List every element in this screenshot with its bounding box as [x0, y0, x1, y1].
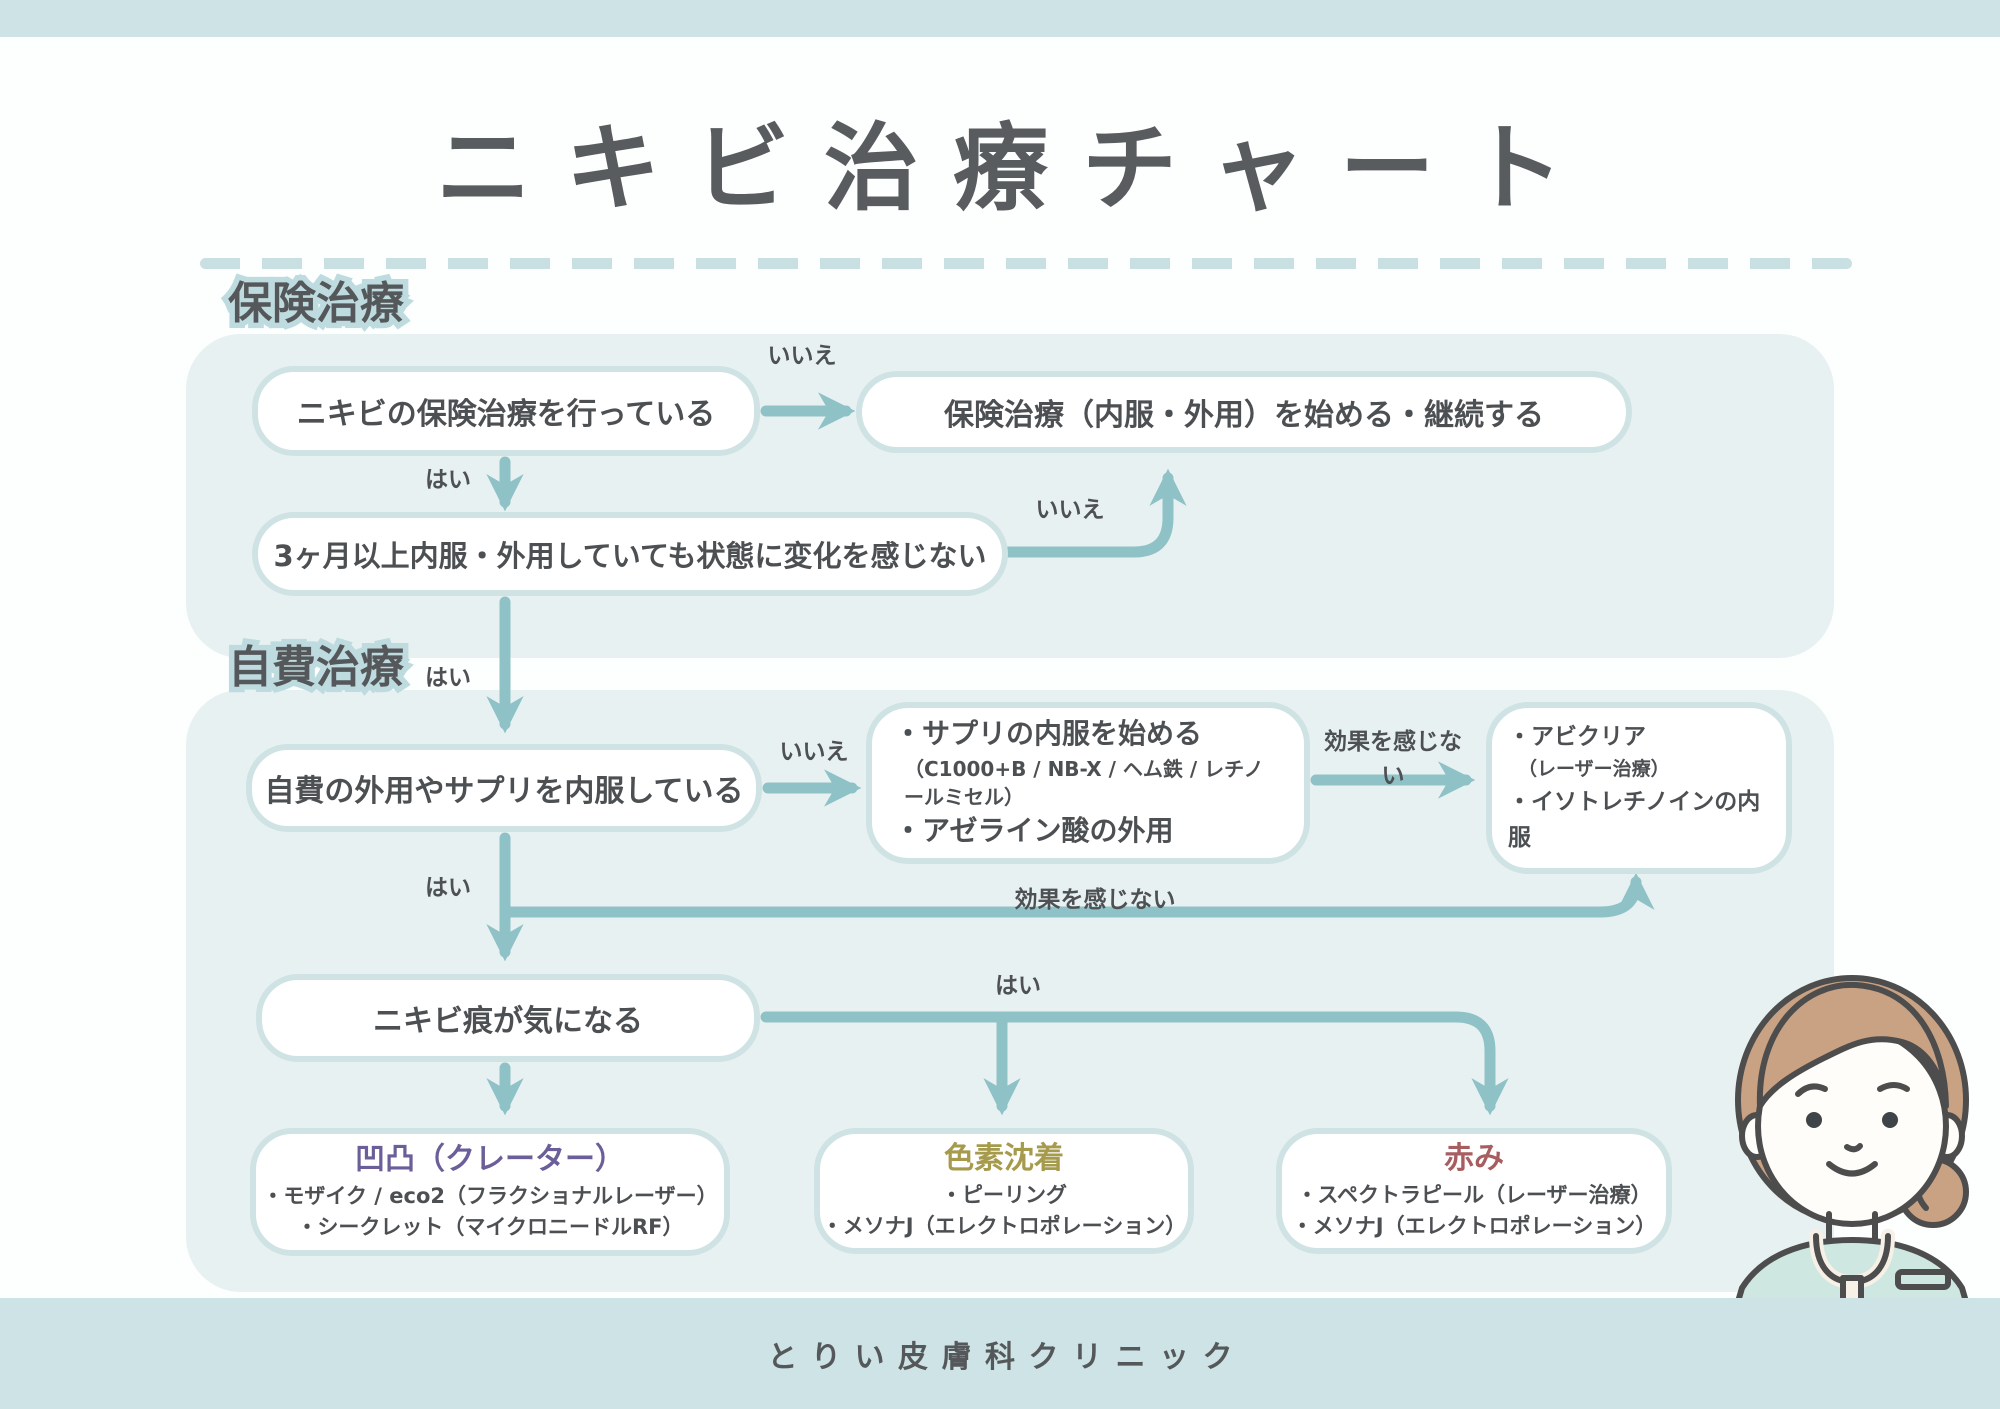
edge-label-no-2: いいえ — [1035, 497, 1105, 523]
node-scar-question: ニキビ痕が気になる — [256, 974, 760, 1062]
edge-label-yes-4: はい — [995, 973, 1041, 999]
clinic-name: とりい皮膚科クリニック — [767, 1339, 1246, 1375]
edge-label-yes-3: はい — [425, 875, 471, 901]
nurse-illustration — [1732, 975, 1972, 1312]
top-accent-bar — [0, 0, 2000, 37]
edge-label-no-3: いいえ — [779, 739, 849, 765]
connector-scar-yes-right — [760, 1011, 1509, 1116]
node-pigmentation: 色素沈着 ・ピーリング ・メソナJ（エレクトロポレーション） — [814, 1128, 1194, 1254]
footer-bar: とりい皮膚科クリニック — [0, 1298, 2000, 1409]
node-selfpay-question: 自費の外用やサプリを内服している — [246, 744, 762, 832]
edge-label-yes-2: はい — [425, 665, 471, 691]
section-heading-insurance: 保険治療 保険治療 — [223, 276, 410, 331]
page-title: ニキビ治療チャート — [436, 114, 1599, 224]
node-crater: 凹凸（クレーター） ・モザイク / eco2（フラクショナルレーザー） ・シーク… — [250, 1128, 730, 1256]
node-no-change-3-months: 3ヶ月以上内服・外用していても状態に変化を感じない — [252, 512, 1008, 596]
node-laser-options: ・アビクリア （レーザー治療） ・イソトレチノインの内服 — [1486, 702, 1792, 874]
edge-label-noeffect-1: 効果を感じない — [1324, 729, 1462, 789]
dashed-divider — [200, 258, 1852, 269]
connector-nochange-no — [1002, 468, 1187, 558]
edge-label-no-1: いいえ — [767, 343, 837, 369]
node-supplement-options: ・サプリの内服を始める （C1000+B / NB-X / ヘム鉄 / レチノー… — [866, 702, 1310, 864]
connector-selfpay-noeffect — [499, 872, 1655, 918]
edge-label-noeffect-2: 効果を感じない — [1014, 887, 1176, 913]
edge-label-yes-1: はい — [425, 467, 471, 493]
node-redness: 赤み ・スペクトラピール（レーザー治療） ・メソナJ（エレクトロポレーション） — [1276, 1128, 1672, 1254]
node-insurance-question: ニキビの保険治療を行っている — [252, 366, 760, 456]
section-heading-selfpay: 自費治療 自費治療 — [223, 640, 410, 695]
node-start-insurance: 保険治療（内服・外用）を始める・継続する — [856, 371, 1632, 453]
